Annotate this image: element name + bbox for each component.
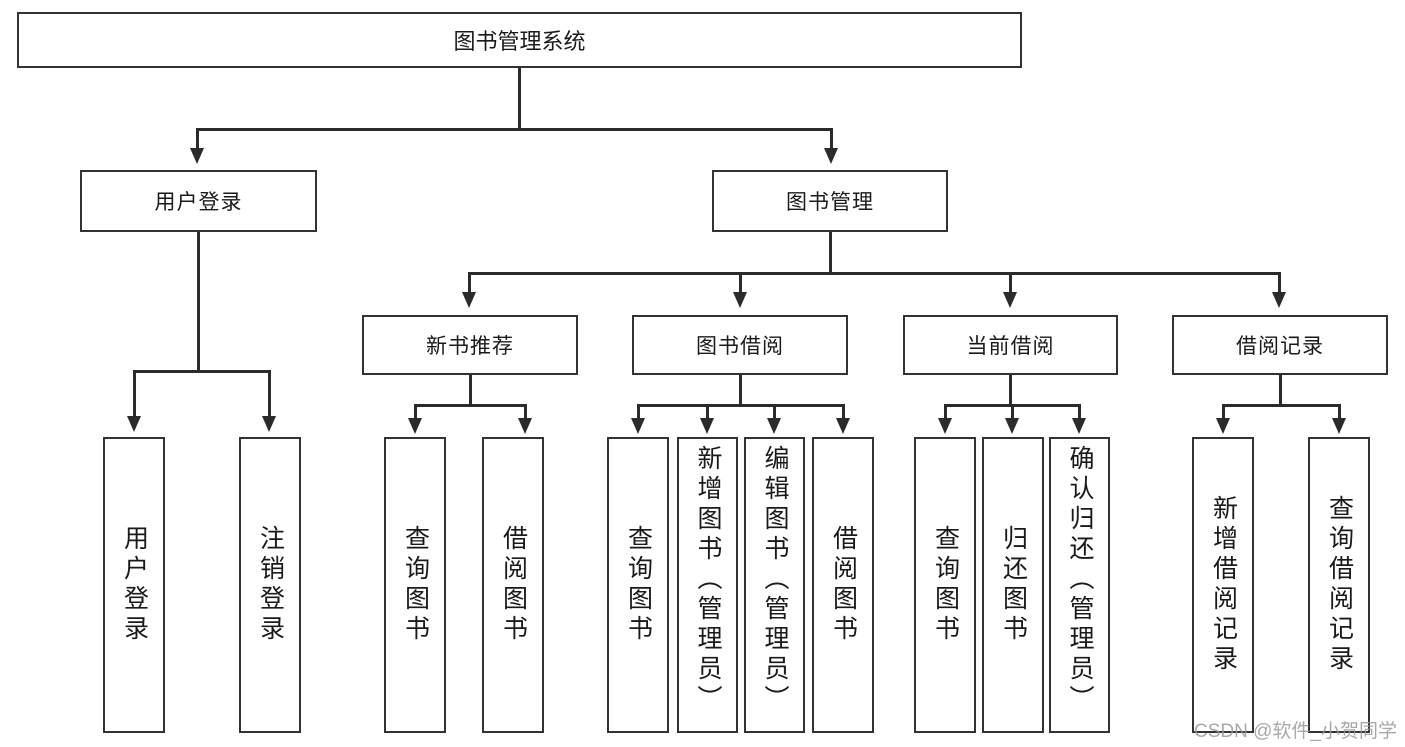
connector-bb-drop-1: [637, 404, 640, 420]
leaf-label: 用户登录: [120, 525, 149, 645]
connector-user-login-drop-1: [133, 370, 136, 418]
leaf-user-login[interactable]: 用户登录: [103, 437, 165, 733]
connector-to-borrow-record: [1278, 272, 1281, 294]
node-label: 当前借阅: [966, 335, 1055, 358]
leaf-br-add-record[interactable]: 新增借阅记录: [1192, 437, 1254, 733]
connector-book-manage-stem: [829, 232, 832, 274]
connector-bb-drop-3: [773, 404, 776, 420]
leaf-bb-edit-book[interactable]: 编辑图书（管理员）: [744, 437, 805, 733]
connector-bb-drop-2: [706, 404, 709, 420]
connector-new-book-drop-2: [524, 404, 527, 420]
leaf-nb-borrow-book[interactable]: 借阅图书: [482, 437, 544, 733]
connector-br-drop-2: [1338, 404, 1341, 420]
connector-current-borrow-stem: [1009, 375, 1012, 406]
connector-cb-drop-2: [1011, 404, 1014, 420]
arrowhead-user-login: [190, 148, 204, 164]
leaf-label: 查询借阅记录: [1325, 495, 1354, 675]
leaf-label: 借阅图书: [499, 525, 528, 645]
node-book-management[interactable]: 图书管理: [712, 170, 948, 232]
arrowhead-cb-query-book: [938, 418, 952, 434]
leaf-label: 注销登录: [256, 525, 285, 645]
node-label: 图书管理: [786, 191, 874, 214]
connector-book-manage-bus: [468, 272, 1280, 275]
arrowhead-cb-return-book: [1005, 418, 1019, 434]
arrowhead-bb-borrow-book: [836, 418, 850, 434]
connector-cb-drop-1: [944, 404, 947, 420]
arrowhead-leaf-logout: [262, 416, 276, 432]
connector-new-book-drop-1: [414, 404, 417, 420]
connector-root-bus: [196, 128, 833, 131]
leaf-label: 查询图书: [624, 525, 653, 645]
arrowhead-bb-add-book: [700, 418, 714, 434]
arrowhead-book-manage: [824, 148, 838, 164]
leaf-br-query-record[interactable]: 查询借阅记录: [1308, 437, 1370, 733]
connector-user-login-drop-2: [268, 370, 271, 418]
arrowhead-book-borrow: [733, 292, 747, 308]
connector-new-book-bus: [414, 404, 527, 407]
leaf-cb-query-book[interactable]: 查询图书: [914, 437, 976, 733]
leaf-label: 查询图书: [931, 525, 960, 645]
connector-borrow-record-bus: [1222, 404, 1341, 407]
leaf-cb-return-book[interactable]: 归还图书: [982, 437, 1044, 733]
connector-to-current-borrow: [1009, 272, 1012, 294]
leaf-nb-query-book[interactable]: 查询图书: [384, 437, 446, 733]
node-label: 新书推荐: [426, 335, 514, 358]
connector-user-login-bus: [133, 370, 270, 373]
connector-borrow-record-stem: [1279, 375, 1282, 406]
node-label: 图书管理系统: [453, 29, 586, 54]
arrowhead-nb-query-book: [408, 418, 422, 434]
connector-bb-drop-4: [842, 404, 845, 420]
arrowhead-br-query-record: [1332, 418, 1346, 434]
arrowhead-bb-query-book: [631, 418, 645, 434]
connector-to-book-borrow: [739, 272, 742, 294]
node-label: 用户登录: [154, 191, 243, 214]
connector-book-borrow-stem: [739, 375, 742, 406]
leaf-label: 编辑图书（管理员）: [761, 445, 789, 715]
node-label: 借阅记录: [1236, 335, 1324, 358]
connector-new-book-stem: [469, 375, 472, 406]
leaf-label: 确认归还（管理员）: [1066, 445, 1094, 715]
leaf-label: 新增图书（管理员）: [694, 445, 722, 715]
connector-user-login-stem: [197, 232, 200, 372]
arrowhead-cb-confirm-return: [1072, 418, 1086, 434]
connector-root-to-user-login: [196, 128, 199, 150]
leaf-label: 新增借阅记录: [1209, 495, 1238, 675]
leaf-label: 借阅图书: [829, 525, 858, 645]
arrowhead-bb-edit-book: [767, 418, 781, 434]
leaf-bb-borrow-book[interactable]: 借阅图书: [812, 437, 874, 733]
leaf-logout[interactable]: 注销登录: [239, 437, 301, 733]
leaf-bb-query-book[interactable]: 查询图书: [607, 437, 669, 733]
leaf-label: 归还图书: [999, 525, 1028, 645]
connector-br-drop-1: [1222, 404, 1225, 420]
connector-to-new-book: [468, 272, 471, 294]
arrowhead-br-add-record: [1216, 418, 1230, 434]
leaf-bb-add-book[interactable]: 新增图书（管理员）: [677, 437, 738, 733]
connector-root-stem: [518, 68, 521, 130]
node-current-borrow[interactable]: 当前借阅: [903, 315, 1118, 375]
arrowhead-new-book: [462, 292, 476, 308]
arrowhead-borrow-record: [1272, 292, 1286, 308]
node-label: 图书借阅: [696, 335, 784, 358]
leaf-cb-confirm-return[interactable]: 确认归还（管理员）: [1049, 437, 1110, 733]
node-borrow-record[interactable]: 借阅记录: [1172, 315, 1388, 375]
connector-root-to-book-manage: [830, 128, 833, 150]
connector-cb-drop-3: [1078, 404, 1081, 420]
connector-book-borrow-bus: [637, 404, 845, 407]
node-new-book-recommend[interactable]: 新书推荐: [362, 315, 578, 375]
node-user-login[interactable]: 用户登录: [80, 170, 317, 232]
leaf-label: 查询图书: [401, 525, 430, 645]
node-book-borrow[interactable]: 图书借阅: [632, 315, 848, 375]
arrowhead-nb-borrow-book: [518, 418, 532, 434]
node-root-system[interactable]: 图书管理系统: [17, 12, 1022, 68]
arrowhead-leaf-user-login: [127, 416, 141, 432]
arrowhead-current-borrow: [1003, 292, 1017, 308]
